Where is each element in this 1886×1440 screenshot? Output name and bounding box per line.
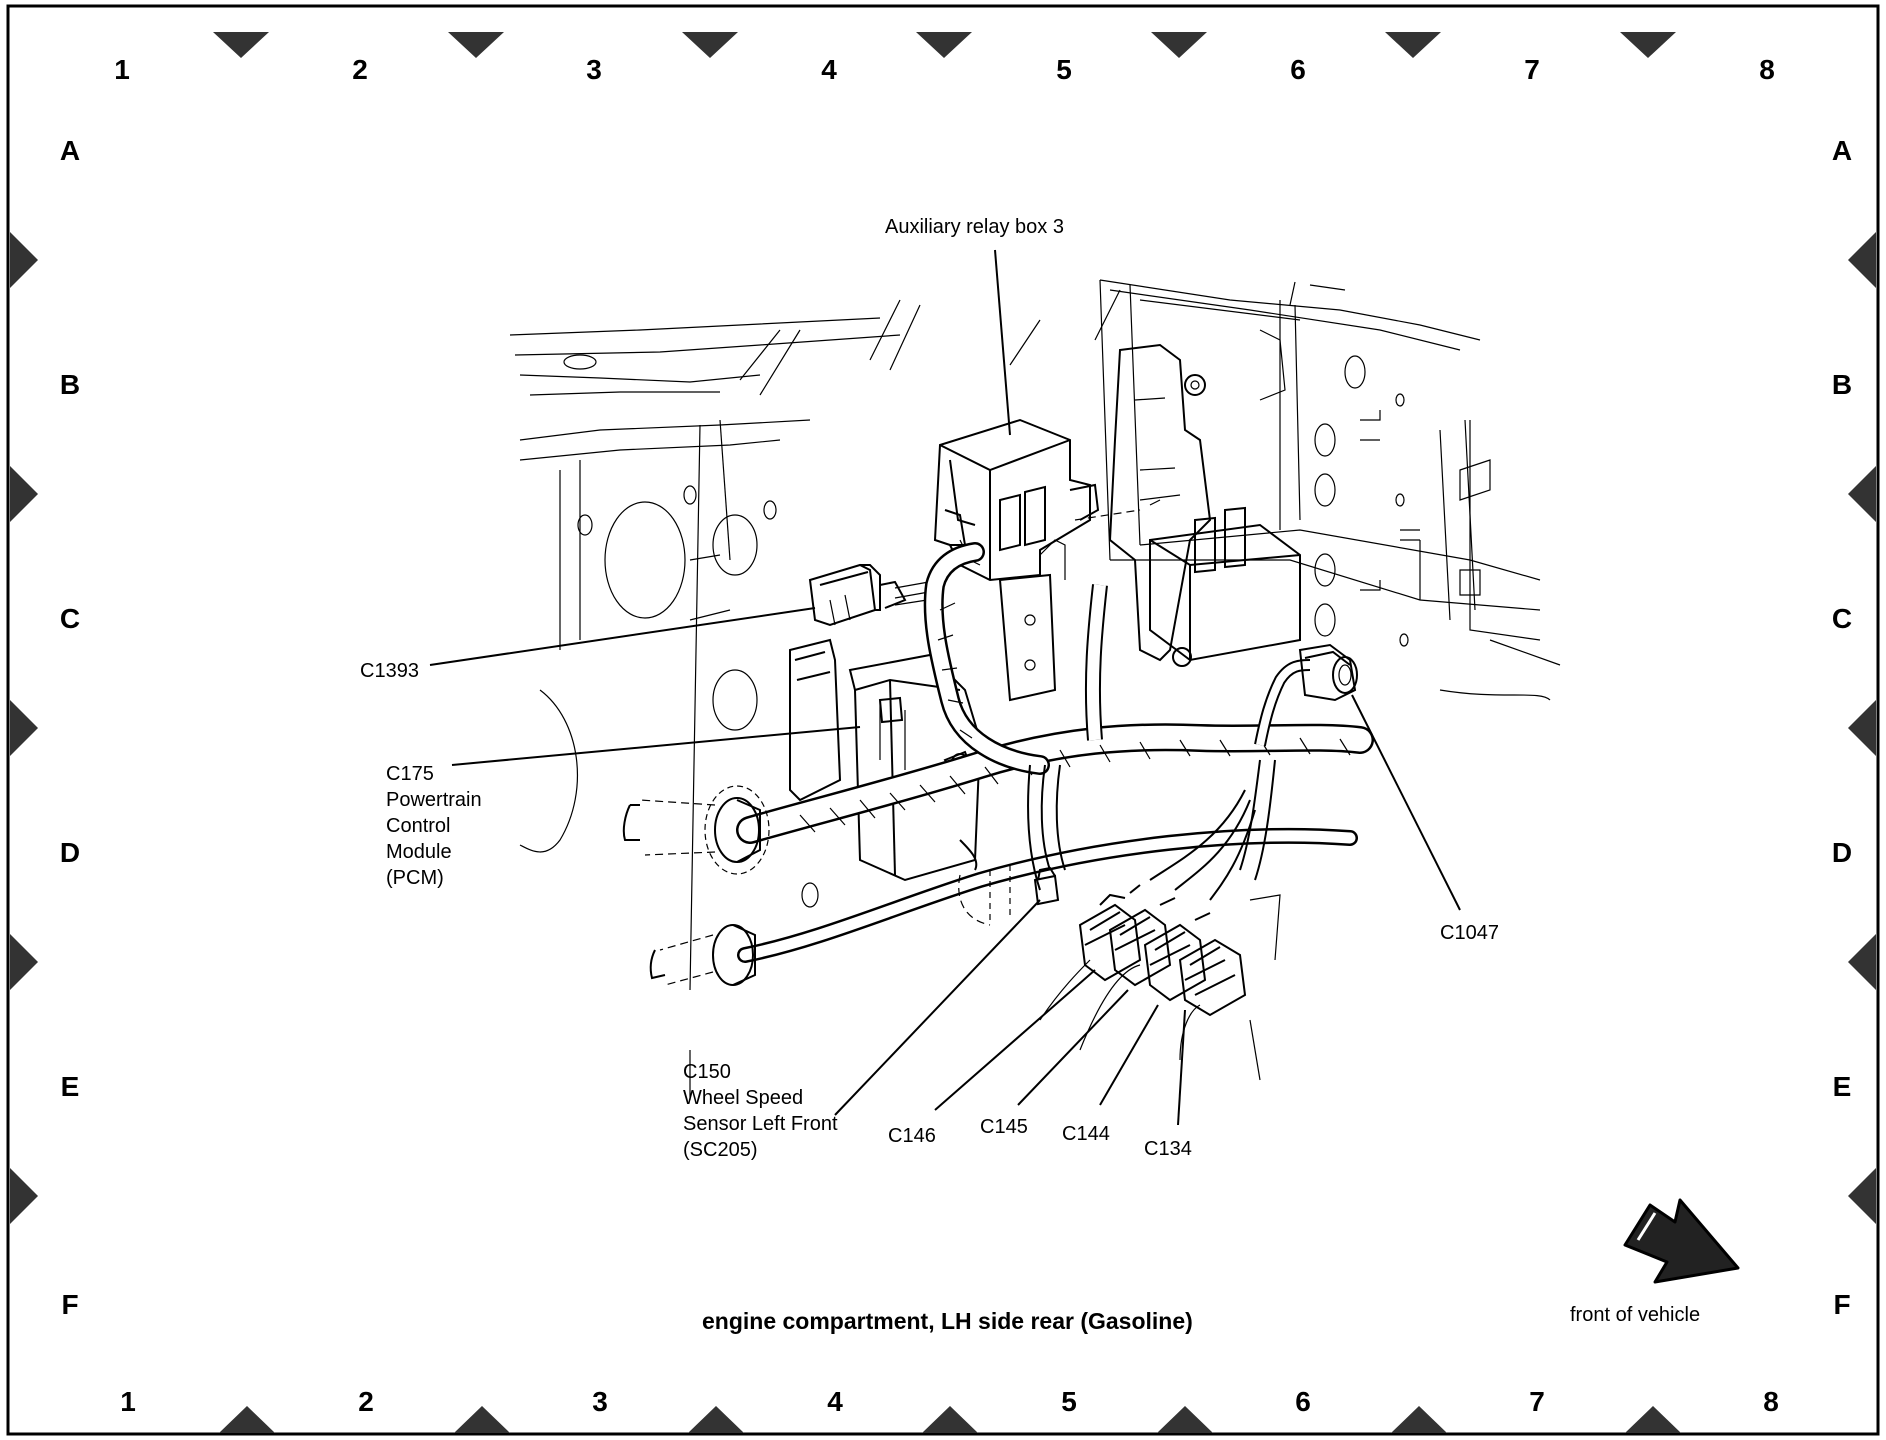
row-label: A [60,135,80,166]
grid-marker-right [1848,934,1876,990]
grid-marker-top [682,32,738,58]
connector-c1047 [1298,643,1358,702]
row-label: C [1832,603,1852,634]
col-label: 2 [352,54,368,85]
grid-markers [10,32,1876,1433]
grommets [622,785,770,986]
grid-marker-left [10,466,38,522]
col-label: 5 [1061,1386,1077,1417]
label-c150: C150 Wheel Speed Sensor Left Front (SC20… [683,1061,843,1161]
firewall-panel [519,419,819,1100]
grid-marker-bottom [1391,1406,1447,1433]
diagram-title: engine compartment, LH side rear (Gasoli… [702,1308,1193,1334]
grid-marker-top [1620,32,1676,58]
col-label: 3 [592,1386,608,1417]
label-c134: C134 [1144,1138,1192,1160]
col-label: 2 [358,1386,374,1417]
col-label: 1 [120,1386,136,1417]
grid-marker-right [1848,232,1876,288]
grid-marker-right [1848,466,1876,522]
grid-marker-left [10,700,38,756]
grid-marker-bottom [688,1406,744,1433]
col-label: 7 [1524,54,1540,85]
col-label: 4 [827,1386,843,1417]
grid-marker-bottom [1157,1406,1213,1433]
row-label: F [1833,1289,1850,1320]
grid-marker-top [916,32,972,58]
col-label: 6 [1295,1386,1311,1417]
column-labels-bottom: 1 2 3 4 5 6 7 8 [120,1386,1779,1417]
leader-c146 [934,969,1096,1111]
sheet-border [6,4,1880,1436]
leader-c145 [1017,989,1129,1106]
row-label: D [60,837,80,868]
row-label: A [1832,135,1852,166]
inner-fender [1099,279,1561,701]
label-c144: C144 [1062,1123,1110,1145]
grid-marker-bottom [922,1406,978,1433]
front-of-vehicle-label: front of vehicle [1570,1304,1700,1326]
leader-c1393 [429,607,816,666]
row-label: E [61,1071,80,1102]
lower-structure [1039,894,1281,1081]
grid-marker-left [10,232,38,288]
col-label: 1 [114,54,130,85]
row-label: C [60,603,80,634]
col-label: 7 [1529,1386,1545,1417]
column-labels-top: 1 2 3 4 5 6 7 8 [114,54,1775,85]
row-labels-left: A B C D E F [60,135,80,1320]
leader-c175 [451,726,861,766]
leader-c144 [1099,1004,1159,1106]
col-label: 4 [821,54,837,85]
grid-marker-bottom [219,1406,275,1433]
wiring-harness [736,542,1374,963]
connector-c1393 [808,563,941,627]
row-label: B [60,369,80,400]
col-label: 8 [1763,1386,1779,1417]
grid-marker-right [1848,1168,1876,1224]
grid-marker-top [1385,32,1441,58]
label-c175: C175 Powertrain Control Module (PCM) [386,763,487,889]
label-c146: C146 [888,1125,936,1147]
connector-c150 [1033,866,1060,906]
callout-labels: Auxiliary relay box 3 C1393 C175 Powertr… [360,216,1499,1161]
leader-aux-relay-box [994,249,1011,436]
auxiliary-relay-box [933,418,1100,582]
grid-marker-top [448,32,504,58]
grid-marker-left [10,1168,38,1224]
grid-marker-top [1151,32,1207,58]
row-label: E [1833,1071,1852,1102]
leader-c134 [1177,1009,1186,1126]
row-label: B [1832,369,1852,400]
grid-marker-left [10,934,38,990]
col-label: 5 [1056,54,1072,85]
leader-c150 [834,899,1041,1116]
grid-marker-bottom [1625,1406,1681,1433]
row-label: F [61,1289,78,1320]
label-aux-relay-box: Auxiliary relay box 3 [885,216,1064,238]
relay-module [1149,506,1301,667]
grid-marker-top [213,32,269,58]
mounting-bracket [998,343,1212,702]
label-c145: C145 [980,1116,1028,1138]
lower-connector-group [1078,884,1247,1017]
row-label: D [1832,837,1852,868]
col-label: 3 [586,54,602,85]
grid-marker-bottom [454,1406,510,1433]
body-panel-lines [509,279,1481,396]
arrow-icon [1623,1198,1740,1284]
engine-compartment-drawing [509,279,1561,1100]
label-c1047: C1047 [1440,922,1499,944]
col-label: 6 [1290,54,1306,85]
row-labels-right: A B C D E F [1832,135,1852,1320]
grid-marker-right [1848,700,1876,756]
leader-c1047 [1351,694,1461,911]
label-c1393: C1393 [360,660,419,682]
front-of-vehicle-indicator: front of vehicle [1570,1198,1740,1326]
leader-lines [429,249,1461,1126]
col-label: 8 [1759,54,1775,85]
dashed-routing [958,499,1161,926]
